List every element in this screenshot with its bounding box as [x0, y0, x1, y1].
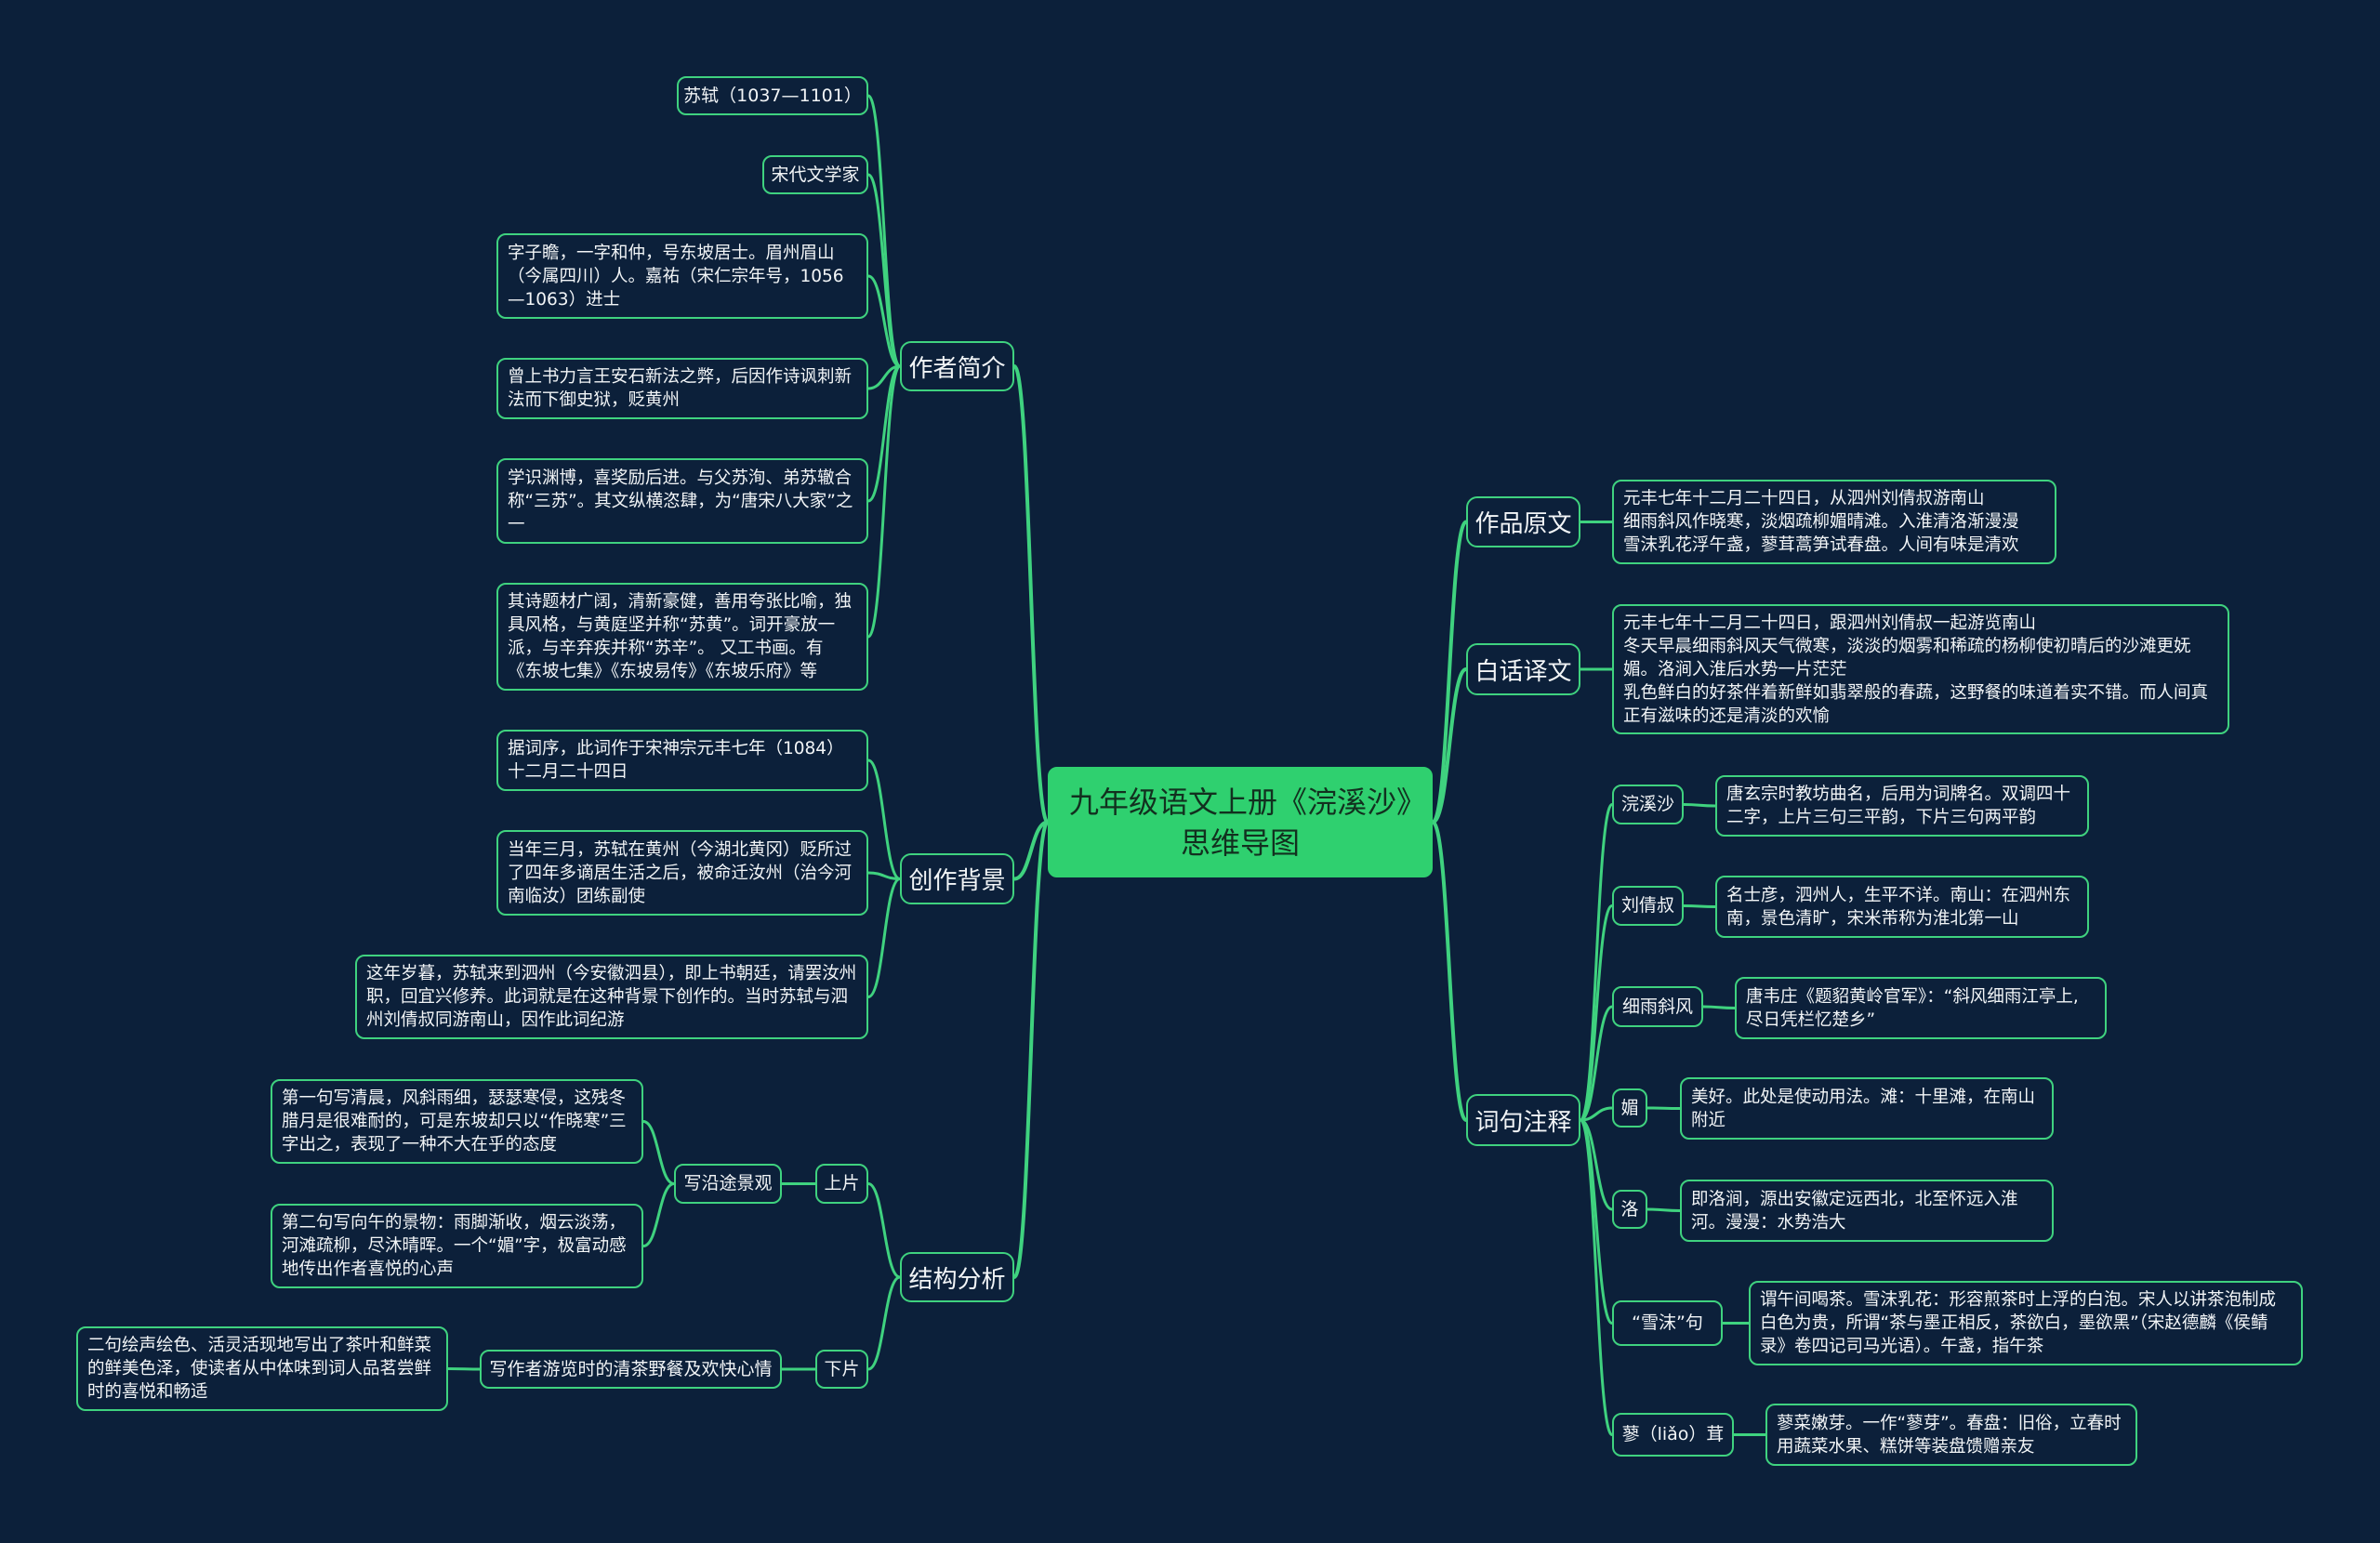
branch-author-intro[interactable]: 作者简介: [900, 341, 1014, 391]
connector: [866, 364, 902, 639]
connector: [1431, 520, 1468, 824]
note-term[interactable]: 洛: [1612, 1190, 1647, 1229]
connector: [867, 1275, 901, 1371]
connector: [642, 1120, 675, 1185]
connector: [867, 274, 901, 368]
connector: [867, 364, 901, 503]
root-title: 九年级语文上册《浣溪沙》思维导图: [1068, 784, 1411, 861]
connector: [1012, 364, 1050, 824]
connector: [1683, 803, 1716, 808]
note-desc[interactable]: 美好。此处是使动用法。滩：十里滩，在南山附近: [1680, 1077, 2054, 1140]
background-item[interactable]: 这年岁暮，苏轼来到泗州（今安徽泗县），即上书朝廷，请罢汝州职，回宜兴修养。此词就…: [355, 955, 868, 1039]
upper-topic[interactable]: 写沿途景观: [674, 1164, 782, 1204]
connector: [642, 1182, 675, 1247]
original-text[interactable]: 元丰七年十二月二十四日，从泗州刘倩叔游南山 细雨斜风作晓寒，淡烟疏柳媚晴滩。入淮…: [1612, 480, 2056, 564]
note-term[interactable]: 刘倩叔: [1612, 886, 1684, 926]
author-item[interactable]: 字子瞻，一字和仲，号东坡居士。眉州眉山（今属四川）人。嘉祐（宋仁宗年号，1056…: [496, 233, 868, 319]
branch-original-text[interactable]: 作品原文: [1466, 496, 1580, 547]
note-desc[interactable]: 谓午间喝茶。雪沫乳花：形容煎茶时上浮的白泡。宋人以讲茶泡制成白色为贵，所谓“茶与…: [1749, 1281, 2303, 1365]
lower-item[interactable]: 二句绘声绘色、活灵活现地写出了茶叶和鲜菜的鲜美色泽，使读者从中体味到词人品茗尝鲜…: [76, 1326, 448, 1411]
author-item[interactable]: 曾上书力言王安石新法之弊，后因作诗讽刺新法而下御史狱，贬黄州: [496, 358, 868, 419]
author-item[interactable]: 其诗题材广阔，清新豪健，善用夸张比喻，独具风格，与黄庭坚并称“苏黄”。词开豪放一…: [496, 583, 868, 691]
note-desc[interactable]: 唐玄宗时教坊曲名，后用为词牌名。双调四十二字，上片三句三平韵，下片三句两平韵: [1715, 775, 2089, 837]
author-item[interactable]: 学识渊博，喜奖励后进。与父苏洵、弟苏辙合称“三苏”。其文纵横恣肆，为“唐宋八大家…: [496, 458, 868, 544]
branch-background[interactable]: 创作背景: [900, 853, 1014, 904]
connector: [867, 364, 901, 390]
connector: [1579, 803, 1614, 1122]
connector: [1579, 904, 1614, 1122]
note-term[interactable]: 蓼（liǎo）茸: [1612, 1413, 1734, 1457]
connector: [1683, 904, 1716, 908]
connector: [1431, 667, 1468, 824]
connector: [866, 94, 902, 368]
connector: [867, 877, 901, 998]
connector: [1431, 820, 1468, 1122]
background-item[interactable]: 当年三月，苏轼在黄州（今湖北黄冈）贬所过了四年多谪居生活之后，被命迁汝州（治今河…: [496, 830, 868, 916]
note-term[interactable]: 细雨斜风: [1612, 986, 1703, 1027]
connector: [1579, 1118, 1614, 1325]
upper-item[interactable]: 第一句写清晨，风斜雨细，瑟瑟寒侵，这残冬腊月是很难耐的，可是东坡却只以“作晓寒”…: [271, 1079, 643, 1164]
note-term[interactable]: “雪沫”句: [1612, 1300, 1723, 1346]
lower-topic[interactable]: 写作者游览时的清茶野餐及欢快心情: [480, 1350, 782, 1389]
connector: [1646, 1207, 1681, 1212]
author-item[interactable]: 宋代文学家: [762, 155, 868, 194]
branch-structure[interactable]: 结构分析: [900, 1252, 1014, 1302]
branch-translation[interactable]: 白话译文: [1466, 643, 1580, 695]
connector: [1580, 1118, 1613, 1211]
connector: [1702, 1005, 1736, 1009]
connector: [1580, 1106, 1613, 1122]
connector: [867, 871, 901, 880]
connector: [1012, 820, 1050, 1279]
branch-notes[interactable]: 词句注释: [1466, 1094, 1580, 1146]
connector: [1013, 820, 1049, 881]
connector: [867, 1182, 901, 1279]
upper-part-node[interactable]: 上片: [815, 1164, 868, 1204]
lower-part-node[interactable]: 下片: [815, 1350, 868, 1389]
note-desc[interactable]: 唐韦庄《题貂黄岭官军》：“斜风细雨江亭上,尽日凭栏忆楚乡”: [1735, 977, 2107, 1039]
connector: [866, 173, 902, 368]
author-item[interactable]: 苏轼（1037—1101）: [677, 76, 868, 115]
note-term[interactable]: 媚: [1612, 1088, 1647, 1128]
note-term[interactable]: 浣溪沙: [1612, 785, 1684, 824]
connector: [1579, 1118, 1614, 1436]
note-desc[interactable]: 名士彦，泗州人，生平不详。南山：在泗州东南，景色清旷，宋米芾称为淮北第一山: [1715, 876, 2089, 938]
translation-text[interactable]: 元丰七年十二月二十四日，跟泗州刘倩叔一起游览南山 冬天早晨细雨斜风天气微寒，淡淡…: [1612, 604, 2229, 734]
connector: [867, 758, 901, 880]
connector: [1580, 1005, 1613, 1122]
root-topic[interactable]: 九年级语文上册《浣溪沙》思维导图: [1048, 767, 1433, 877]
background-item[interactable]: 据词序，此词作于宋神宗元丰七年（1084）十二月二十四日: [496, 730, 868, 791]
upper-item[interactable]: 第二句写向午的景物：雨脚渐收，烟云淡荡，河滩疏柳，尽沐晴晖。一个“媚”字，极富动…: [271, 1204, 643, 1288]
note-desc[interactable]: 即洛涧，源出安徽定远西北，北至怀远入淮河。漫漫：水势浩大: [1680, 1180, 2054, 1242]
connector: [1646, 1106, 1681, 1110]
connector: [447, 1367, 481, 1371]
note-desc[interactable]: 蓼菜嫩芽。一作“蓼芽”。春盘：旧俗，立春时用蔬菜水果、糕饼等装盘馈赠亲友: [1765, 1404, 2137, 1466]
